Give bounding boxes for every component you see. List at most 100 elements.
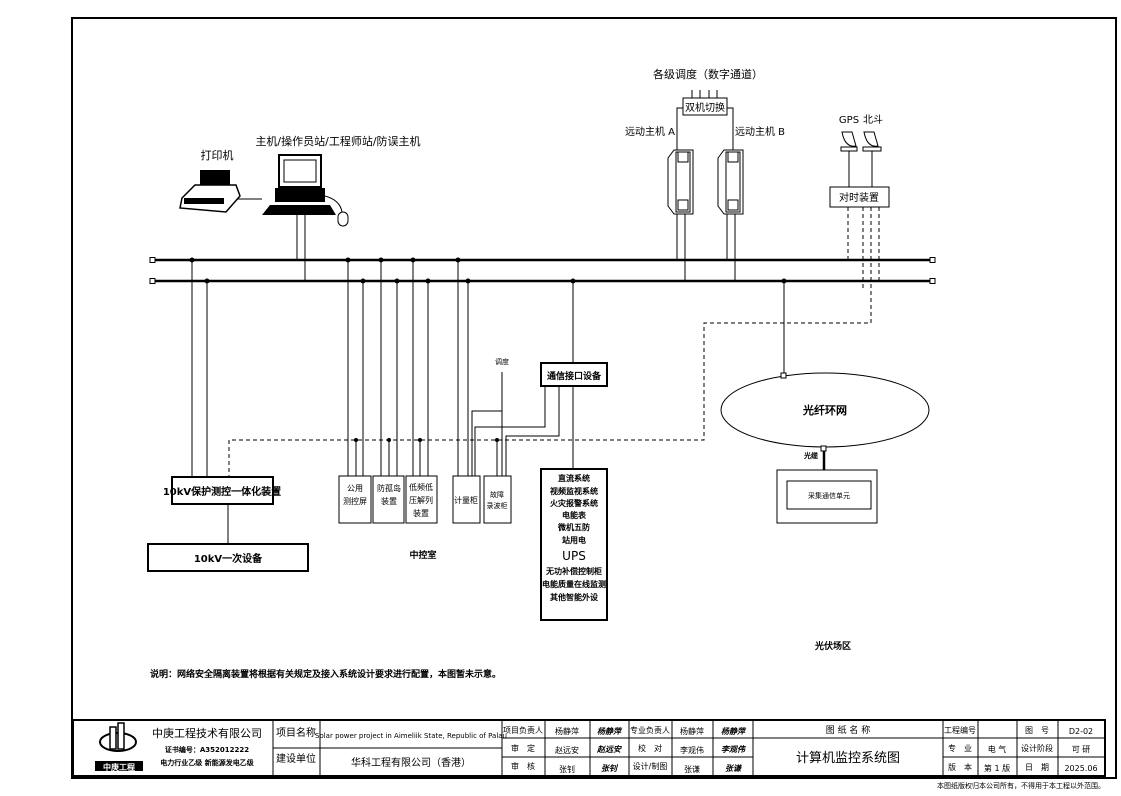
dispatch-label: 调度 — [495, 357, 509, 366]
svg-text:赵远安: 赵远安 — [596, 744, 622, 754]
svg-text:火灾报警系统: 火灾报警系统 — [550, 498, 598, 508]
dual-switch-label: 双机切换 — [685, 101, 725, 114]
svg-text:审 核: 审 核 — [511, 761, 535, 771]
project-name-value: Solar power project in Aimeliik State, R… — [315, 732, 507, 740]
comm-interface-box — [540, 362, 608, 387]
svg-text:赵远安: 赵远安 — [555, 745, 579, 755]
dashed-junctions — [354, 438, 499, 476]
certificate-no: 证书编号：A352012222 — [165, 745, 249, 754]
svg-text:张谦: 张谦 — [684, 764, 700, 774]
dispatch-channel-label: 各级调度（数字通道） — [653, 67, 763, 81]
svg-text:李观伟: 李观伟 — [680, 745, 704, 755]
smart-systems-list: 直流系统 视频监视系统 火灾报警系统 电能表 微机五防 站用电 UPS 无功补偿… — [542, 473, 606, 602]
svg-text:设计/制图: 设计/制图 — [633, 761, 668, 771]
svg-text:故障: 故障 — [490, 490, 504, 499]
fiber-ring-label: 光纤环网 — [802, 403, 847, 417]
svg-text:低频低: 低频低 — [409, 482, 433, 492]
svg-text:杨静萍: 杨静萍 — [721, 726, 747, 736]
copyright-note: 本图纸版权归本公司所有，不得用于本工程以外范围。 — [937, 781, 1105, 790]
bus-drop-lines — [189, 214, 787, 477]
collect-unit-box — [786, 480, 872, 510]
time-sync-dashed-lines — [228, 207, 880, 477]
svg-text:工程编号: 工程编号 — [944, 725, 976, 735]
dispatch-channel-lines — [676, 90, 734, 150]
protection-10kv-box — [171, 476, 274, 505]
pv-area-label: 光伏场区 — [814, 640, 851, 652]
network-bus — [149, 257, 936, 284]
workstation-icon — [262, 154, 349, 227]
cabinet-anti-islanding: 防孤岛 装置 — [372, 475, 405, 524]
project-name-label: 项目名称 — [276, 726, 316, 739]
svg-text:计量柜: 计量柜 — [454, 495, 478, 505]
rtu-a-label: 远动主机 A — [625, 125, 675, 138]
svg-text:张谦: 张谦 — [725, 763, 743, 773]
svg-text:D2-02: D2-02 — [1069, 727, 1093, 736]
svg-text:公用: 公用 — [347, 484, 363, 493]
ring-node-bottom — [820, 445, 827, 452]
svg-text:图 号: 图 号 — [1025, 726, 1049, 735]
gps-antenna-icon — [840, 131, 858, 187]
host-label: 主机/操作员站/工程师站/防误主机 — [255, 134, 420, 148]
svg-text:中庚工程: 中庚工程 — [103, 762, 135, 772]
printer-icon — [179, 170, 262, 213]
left-roles: 项目负责人 审 定 审 核 杨静萍 赵远安 张钊 杨静萍 赵远安 张钊 专业负责… — [503, 725, 747, 774]
svg-text:电能表: 电能表 — [562, 510, 587, 520]
svg-text:装置: 装置 — [381, 496, 397, 506]
gps-label: GPS — [839, 115, 859, 126]
cabinet-metering: 计量柜 — [452, 475, 481, 524]
beidou-label: 北斗 — [863, 114, 883, 126]
client-label: 建设单位 — [276, 752, 316, 765]
svg-text:2025.06: 2025.06 — [1064, 764, 1097, 773]
svg-text:日 期: 日 期 — [1025, 763, 1049, 772]
time-sync-box — [829, 186, 890, 208]
svg-text:直流系统: 直流系统 — [558, 473, 590, 483]
beidou-antenna-icon — [862, 131, 882, 187]
dual-switch-box — [682, 97, 728, 116]
company-logo: 中庚工程 — [95, 722, 143, 772]
svg-text:视频监视系统: 视频监视系统 — [550, 486, 598, 496]
svg-text:其他智能外设: 其他智能外设 — [550, 592, 598, 602]
svg-text:专业负责人: 专业负责人 — [630, 725, 670, 735]
drawing-name: 计算机监控系统图 — [796, 751, 900, 766]
drawing-name-label: 图 纸 名 称 — [826, 724, 871, 736]
svg-text:设计阶段: 设计阶段 — [1021, 743, 1053, 753]
drawing-frame — [71, 17, 1117, 779]
svg-text:杨静萍: 杨静萍 — [597, 726, 623, 736]
primary-10kv-box — [147, 543, 309, 572]
rtu-a-cabinet-icon — [667, 149, 694, 215]
smart-systems-box — [540, 468, 608, 621]
rtu-b-label: 远动主机 B — [735, 125, 785, 138]
time-sync-label: 对时装置 — [839, 191, 879, 204]
svg-text:无功补偿控制柜: 无功补偿控制柜 — [545, 566, 602, 576]
svg-text:杨静萍: 杨静萍 — [555, 726, 579, 736]
optical-cable-label: 光缆 — [803, 451, 818, 460]
svg-text:张钊: 张钊 — [559, 764, 575, 774]
svg-text:李观伟: 李观伟 — [721, 744, 746, 754]
svg-text:录波柜: 录波柜 — [487, 501, 508, 510]
svg-text:版 本: 版 本 — [948, 762, 972, 772]
company-name: 中庚工程技术有限公司 — [152, 726, 262, 740]
svg-text:测控屏: 测控屏 — [343, 496, 367, 506]
svg-text:张钊: 张钊 — [601, 763, 619, 773]
title-block-meta: 工程编号 图 号 D2-02 专 业 电 气 设计阶段 可 研 版 本 第 1 … — [944, 725, 1098, 773]
rtu-b-cabinet-icon — [717, 149, 744, 215]
svg-text:压解列: 压解列 — [409, 495, 433, 505]
client-value: 华科工程有限公司（香港） — [351, 756, 471, 769]
svg-text:审 定: 审 定 — [511, 743, 535, 753]
comm-interface-label: 通信接口设备 — [547, 370, 602, 382]
printer-label: 打印机 — [201, 148, 234, 162]
svg-text:站用电: 站用电 — [562, 535, 586, 545]
svg-text:专 业: 专 业 — [948, 743, 972, 753]
title-block — [72, 719, 1106, 777]
central-control-label: 中控室 — [409, 549, 436, 561]
cabinet-fault-recorder: 故障 录波柜 — [483, 475, 512, 524]
ring-node-top — [780, 372, 787, 379]
svg-text:校 对: 校 对 — [638, 743, 662, 753]
protection-10kv-label: 10kV保护测控一体化装置 — [163, 485, 281, 498]
svg-text:微机五防: 微机五防 — [557, 522, 590, 532]
svg-text:电能质量在线监测: 电能质量在线监测 — [542, 579, 606, 589]
svg-text:电 气: 电 气 — [988, 744, 1007, 754]
cabinet-public-measure: 公用 测控屏 — [338, 475, 372, 524]
svg-text:第 1 版: 第 1 版 — [984, 763, 1010, 773]
